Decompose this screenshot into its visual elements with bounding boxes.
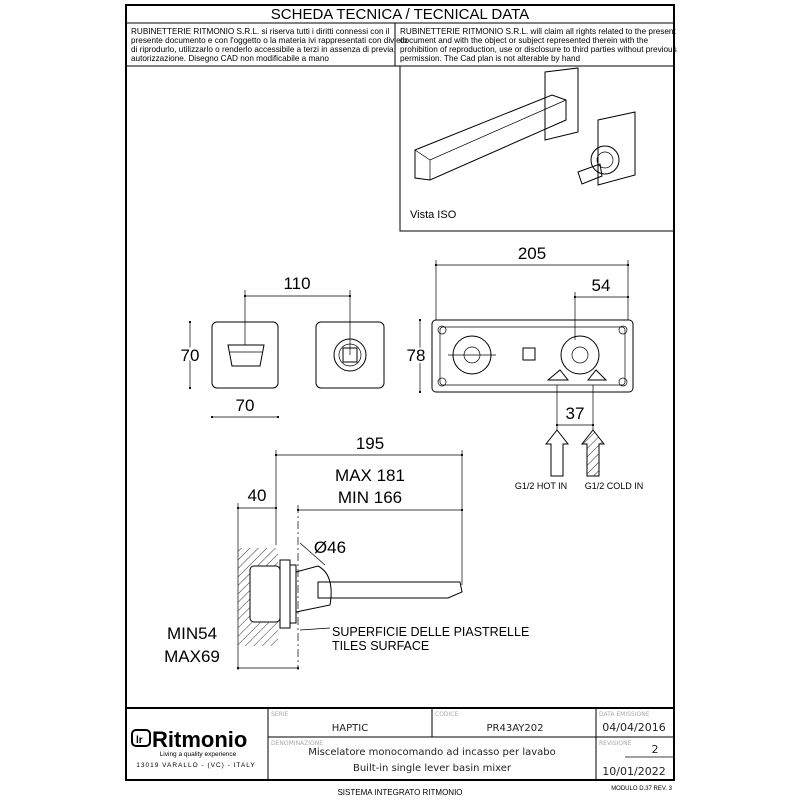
serie-value: HAPTIC [332, 723, 368, 734]
disclaimer-italian: RUBINETTERIE RITMONIO S.R.L. si riserva … [131, 27, 408, 63]
svg-text:document and with the object o: document and with the object or subject … [400, 36, 648, 45]
svg-text:REVISIONE: REVISIONE [599, 740, 632, 747]
svg-text:autorizzazione. Disegno CAD no: autorizzazione. Disegno CAD non modifica… [131, 54, 329, 63]
front-view-lever [315, 321, 385, 389]
dim-recess-max: MAX69 [164, 647, 220, 666]
issue-date: 04/04/2016 [602, 721, 665, 734]
ritmonio-logo: lr Ritmonio [131, 727, 247, 752]
hot-inlet-arrow-icon [544, 429, 570, 477]
revision-date: 10/01/2022 [602, 765, 665, 778]
dim-box-width: 205 [518, 244, 546, 263]
svg-text:DENOMINAZIONE: DENOMINAZIONE [271, 740, 323, 747]
address: 13019 VARALLO - (VC) - ITALY [136, 762, 255, 769]
codice-value: PR43AY202 [487, 723, 544, 734]
title-block: lr Ritmonio Living a quality experience … [126, 707, 674, 780]
tiles-surface-label-en: TILES SURFACE [332, 639, 429, 653]
dim-box-height: 78 [407, 346, 426, 365]
svg-text:CODICE: CODICE [435, 711, 458, 718]
svg-text:DATA EMISSIONE: DATA EMISSIONE [599, 711, 650, 718]
side-section-view: 195 MAX 181 MIN 166 40 Ø46 SUPERFICIE DE… [164, 434, 529, 670]
dim-front-spacing: 110 [283, 274, 310, 293]
dim-recess-min: MIN54 [167, 624, 217, 643]
dim-diameter: Ø46 [314, 538, 346, 557]
tiles-surface-label-it: SUPERFICIE DELLE PIASTRELLE [332, 625, 529, 639]
svg-text:permission. The Cad plan is n: permission. The Cad plan is not alterabl… [400, 54, 581, 63]
cold-inlet-label: G1/2 COLD IN [585, 481, 644, 491]
dim-front-height: 70 [181, 346, 200, 365]
dim-side-min: MIN 166 [338, 488, 402, 507]
sheet-title: SCHEDA TECNICA / TECNICAL DATA [271, 6, 529, 23]
svg-text:prohibition of reproduction,: prohibition of reproduction, use or disc… [400, 45, 677, 54]
svg-text:Ritmonio: Ritmonio [152, 727, 247, 752]
svg-text:presente documento e con l'ogg: presente documento e con l'oggetto o la … [131, 36, 408, 45]
dim-wall-depth: 40 [248, 486, 267, 505]
dim-box-offset: 54 [592, 276, 611, 295]
iso-view-label: Vista ISO [410, 209, 457, 221]
dim-side-max: MAX 181 [335, 466, 405, 485]
svg-text:SERIE: SERIE [271, 711, 289, 718]
front-view-spout: 110 70 70 [179, 274, 352, 419]
footer-system: SISTEMA INTEGRATO RITMONIO [337, 788, 462, 797]
description-it: Miscelatore monocomando ad incasso per l… [308, 747, 556, 758]
iso-view: Vista ISO [399, 65, 675, 232]
svg-text:lr: lr [136, 735, 143, 746]
svg-text:RUBINETTERIE RITMONIO S.R.L. w: RUBINETTERIE RITMONIO S.R.L. will claim … [400, 27, 676, 36]
dim-inlet-spacing: 37 [566, 404, 585, 423]
hot-inlet-label: G1/2 HOT IN [515, 481, 567, 491]
cold-inlet-arrow-icon [580, 429, 606, 477]
footer-module: MODULO D.37 REV. 3 [611, 786, 672, 792]
revision-number: 2 [652, 743, 659, 756]
svg-text:di riprodurlo, utilizzarlo o r: di riprodurlo, utilizzarlo o renderlo ac… [131, 45, 394, 54]
dim-front-width: 70 [236, 396, 255, 415]
disclaimer-english: RUBINETTERIE RITMONIO S.R.L. will claim … [400, 27, 677, 63]
tagline: Living a quality experience [160, 751, 237, 758]
dim-side-total: 195 [356, 434, 384, 453]
svg-text:RUBINETTERIE RITMONIO S.R.L. s: RUBINETTERIE RITMONIO S.R.L. si riserva … [131, 27, 390, 36]
sheet-frame [125, 4, 675, 781]
recessed-box-view: 205 54 78 37 G1/2 HOT IN G1/2 COLD IN [405, 244, 644, 491]
description-en: Built-in single lever basin mixer [353, 763, 512, 774]
